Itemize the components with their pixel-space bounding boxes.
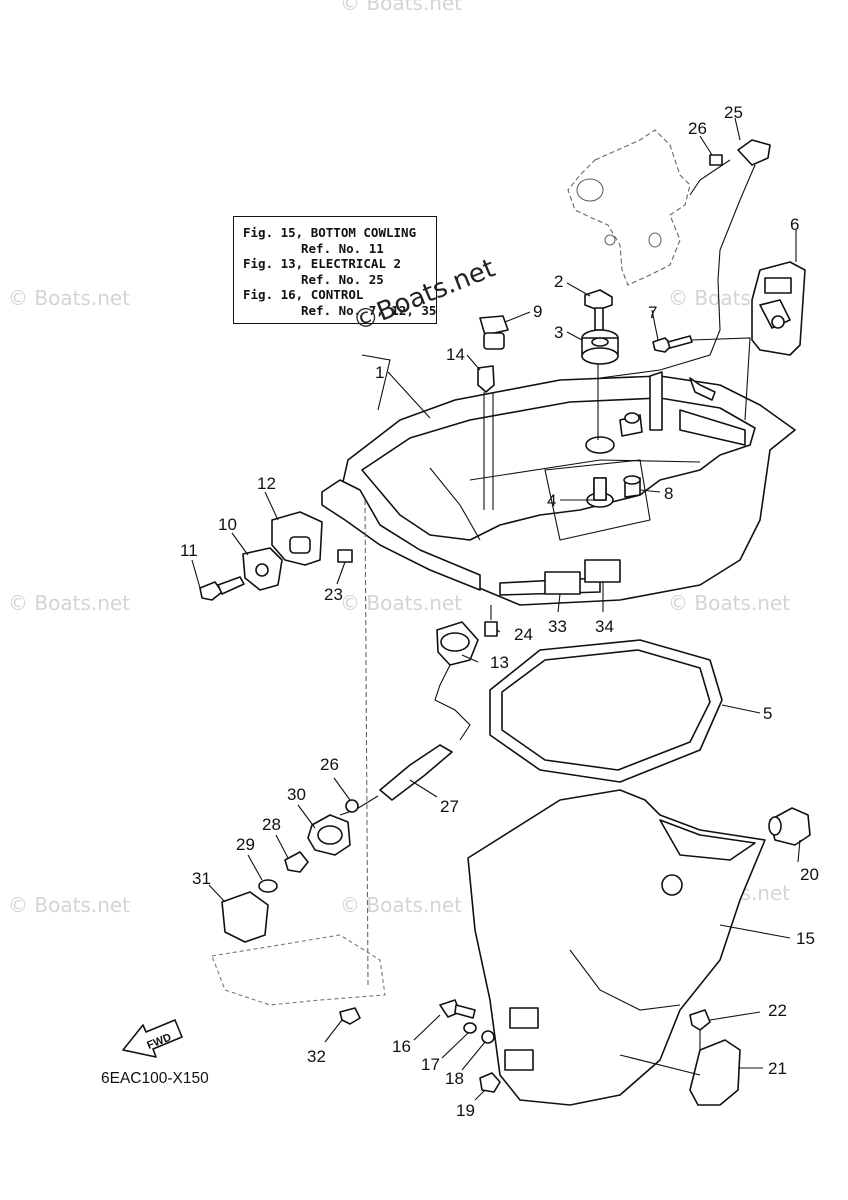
- diagram-code: 6EAC100-X150: [101, 1070, 209, 1087]
- ref-line-6: Ref. No. 7, 12, 35: [301, 302, 437, 318]
- bracket-part-6: [751, 261, 806, 356]
- ref-line-4: Ref. No. 25: [301, 271, 384, 287]
- screw-part-16: [439, 999, 476, 1019]
- grommet-part-3: [581, 329, 619, 365]
- screw-part-28: [284, 851, 309, 873]
- callout-1: 1: [375, 363, 384, 382]
- watermark-center-mid: © Boats.net: [340, 591, 462, 615]
- leader-lines: [191, 117, 801, 1101]
- callout-34: 34: [595, 617, 614, 636]
- engine-block-outline: [567, 129, 691, 286]
- forward-direction-arrow: FWD: [122, 1019, 183, 1058]
- lower-cover-part-15: [467, 789, 766, 1106]
- watermark-center-low: © Boats.net: [340, 893, 462, 917]
- bolt-part-2: [584, 289, 613, 440]
- callout-15: 15: [796, 929, 815, 948]
- support-bracket: [211, 934, 386, 1006]
- screw-part-7: [652, 335, 751, 421]
- clip-part-26-lower: [345, 799, 359, 813]
- callout-19: 19: [456, 1101, 475, 1120]
- clip-part-26-top: [709, 154, 723, 166]
- callout-3: 3: [554, 323, 563, 342]
- callout-31: 31: [192, 869, 211, 888]
- callout-11: 11: [180, 541, 198, 560]
- screw-part-24: [484, 605, 498, 637]
- plug-part-20: [768, 807, 811, 846]
- bracket-part-12: [271, 511, 323, 566]
- bottom-cowling-tray: [321, 354, 796, 606]
- nut-part-19: [479, 1072, 501, 1093]
- collar-part-4: [593, 477, 607, 501]
- ref-line-2: Ref. No. 11: [301, 240, 384, 256]
- clip-part-14: [477, 365, 495, 510]
- ref-line-3: Fig. 13, ELECTRICAL 2: [243, 256, 402, 271]
- plate-part-10: [242, 547, 283, 591]
- callout-numbers: 1 2 3 4 5 6 7 8 9 10 11 12 13 14 15 16 1…: [180, 103, 819, 1120]
- callout-18: 18: [445, 1069, 464, 1088]
- ref-line-5: Fig. 16, CONTROL: [243, 287, 364, 302]
- callout-17: 17: [421, 1055, 440, 1074]
- callout-10: 10: [218, 515, 237, 534]
- watermark-left-mid: © Boats.net: [8, 591, 130, 615]
- callout-28: 28: [262, 815, 281, 834]
- hose-part-25: [599, 139, 771, 379]
- watermark-left-top: © Boats.net: [8, 286, 130, 310]
- callout-5: 5: [763, 704, 772, 723]
- seal-part-5: [489, 639, 723, 783]
- callout-26-lower: 26: [320, 755, 339, 774]
- callout-4: 4: [547, 491, 556, 510]
- washer-part-18: [481, 1030, 495, 1044]
- callout-7: 7: [648, 303, 657, 322]
- clip-part-22: [689, 1009, 711, 1050]
- callout-14: 14: [446, 345, 465, 364]
- callout-9: 9: [533, 302, 542, 321]
- callout-27: 27: [440, 797, 459, 816]
- guide-line: [364, 499, 369, 986]
- callout-8: 8: [664, 484, 673, 503]
- callout-26-top: 26: [688, 119, 707, 138]
- knob-part-30: [307, 814, 351, 856]
- callout-22: 22: [768, 1001, 787, 1020]
- callout-2: 2: [554, 272, 563, 291]
- watermark-left-low: © Boats.net: [8, 893, 130, 917]
- callout-24: 24: [514, 625, 533, 644]
- bracket-part-21: [619, 1039, 741, 1106]
- washer-part-17: [463, 1022, 477, 1034]
- callout-16: 16: [392, 1037, 411, 1056]
- callout-29: 29: [236, 835, 255, 854]
- ref-line-1: Fig. 15, BOTTOM COWLING: [243, 225, 417, 240]
- grommet-part-8: [623, 475, 641, 498]
- callout-13: 13: [490, 653, 509, 672]
- callout-32: 32: [307, 1047, 326, 1066]
- clamp-parts-near-15: [504, 1007, 539, 1071]
- watermark-right-mid: © Boats.net: [668, 591, 790, 615]
- callout-20: 20: [800, 865, 819, 884]
- washer-part-29: [258, 879, 278, 893]
- callout-33: 33: [548, 617, 567, 636]
- damper-part-23: [337, 549, 353, 563]
- reference-box: Fig. 15, BOTTOM COWLING Ref. No. 11 Fig.…: [233, 216, 437, 324]
- callout-6: 6: [790, 215, 799, 234]
- watermark-top: © Boats.net: [340, 0, 462, 15]
- grommet-part-31: [221, 891, 269, 943]
- cable-part-27: [339, 664, 471, 816]
- callout-30: 30: [287, 785, 306, 804]
- grommet-part-13: [436, 621, 479, 666]
- callout-25: 25: [724, 103, 743, 122]
- callout-12: 12: [257, 474, 276, 493]
- screw-part-32: [339, 1007, 361, 1025]
- callout-21: 21: [768, 1059, 787, 1078]
- grommet-part-9: [479, 315, 509, 350]
- callout-23: 23: [324, 585, 343, 604]
- screw-part-11: [199, 576, 245, 601]
